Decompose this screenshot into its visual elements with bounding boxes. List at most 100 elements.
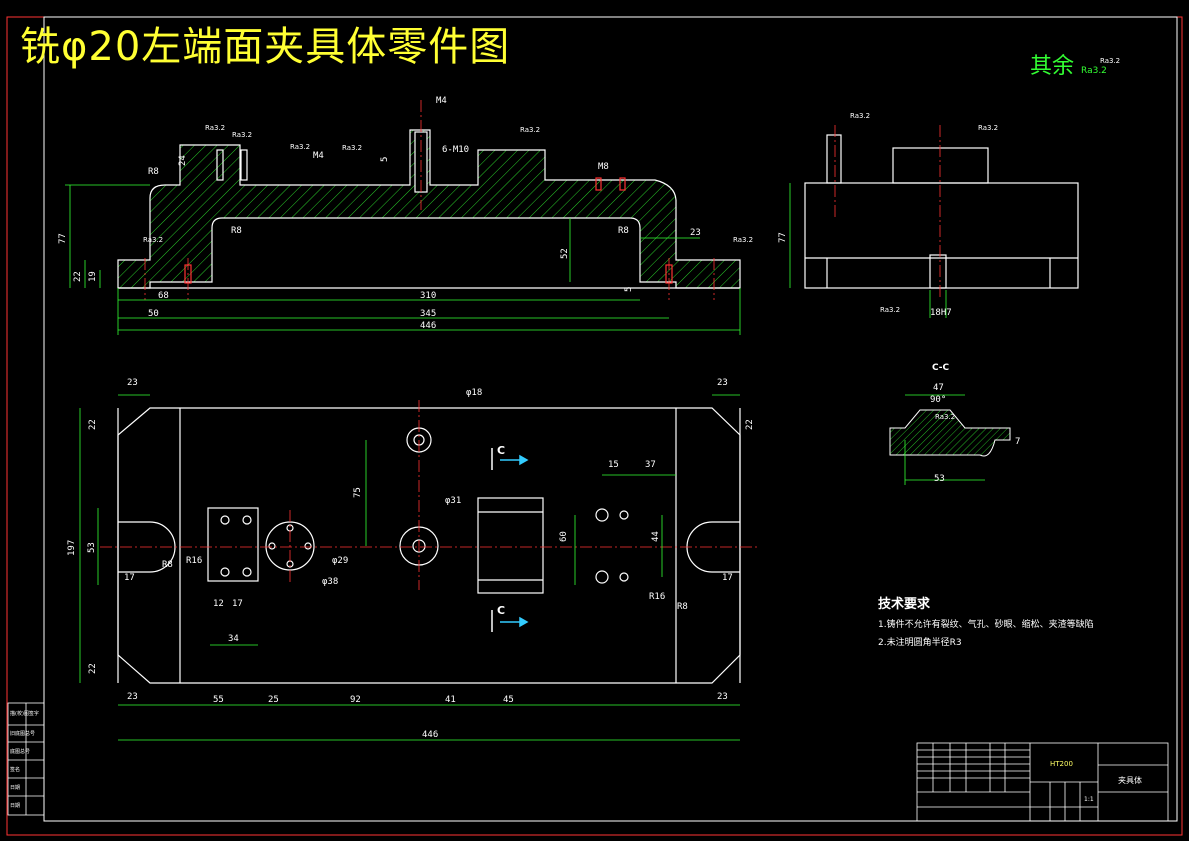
front-dim-1: 6-M10 [442,145,470,155]
front-view [117,129,741,289]
front-dim-15: 52 [560,248,570,259]
top-dim-16: φ31 [445,496,462,506]
side-view [804,134,1079,289]
top-dim-10: R16 [186,556,203,566]
front-dim-7: 77 [58,233,68,244]
roughness-label-0: Ra3.2 [205,124,226,132]
front-dimlines [65,184,741,335]
top-dimlines [79,394,740,741]
top-dim-13: 34 [228,634,239,644]
top-dim-9: R8 [162,560,173,570]
top-dim-12: 17 [232,599,243,609]
front-dim-3: M8 [598,162,609,172]
side-panel-3: 底图总号 [10,749,31,755]
front-dim-2: M4 [313,151,324,161]
tech-heading: 技术要求 [878,597,931,612]
top-dim-14: φ29 [332,556,349,566]
drawing-title: 铣φ20左端面夹具体零件图 [20,24,511,70]
side-dim-0: 77 [778,232,788,243]
front-dim-9: 19 [88,271,98,282]
roughness-label-3: Ra3.2 [342,144,363,152]
top-dim-11: 12 [213,599,224,609]
top-dim-2: 22 [88,419,98,430]
top-dim-23: 17 [722,573,733,583]
section-dimlines [904,394,985,485]
section-dim-1: 90° [930,395,947,405]
top-dim-26: 55 [213,695,224,705]
front-dim-16: 23 [690,228,701,238]
roughness-label-7: Ra3.2 [850,112,871,120]
roughness-label-10: Ra3.2 [935,413,956,421]
side-panel-1: 描(校)图签字 [10,711,39,717]
side-panel-6: 日期 [10,803,21,809]
inner-frame [43,16,1178,822]
roughness-label-2: Ra3.2 [290,143,311,151]
side-centerlines [834,125,941,300]
top-dim-5: 75 [353,487,363,498]
section-dim-3: 53 [934,474,945,484]
top-dim-30: 45 [503,695,514,705]
front-dim-18: 24 [178,155,188,166]
front-dim-13: 345 [420,309,437,319]
top-dim-29: 41 [445,695,456,705]
section-dim-2: 7 [1015,437,1021,447]
front-dim-19: 5 [380,156,390,162]
roughness-label-8: Ra3.2 [978,124,999,132]
tech-requirements: 技术要求 1.铸件不允许有裂纹、气孔、砂眼、缩松、夹渣等缺陷 2.未注明圆角半径… [878,593,1094,648]
front-dim-14: 446 [420,321,437,331]
front-dim-10: 68 [158,291,169,301]
top-dim-15: φ38 [322,577,339,587]
roughness-label-1: Ra3.2 [232,131,253,139]
top-dim-18: 37 [645,460,656,470]
front-dim-0: M4 [436,96,447,106]
top-dim-21: R16 [649,592,666,602]
side-dimlines [789,183,947,318]
side-panel-5: 日期 [10,785,21,791]
top-dim-22: R8 [677,602,688,612]
top-centerlines [100,400,760,590]
roughness-label-4: Ra3.2 [520,126,541,134]
top-dim-27: 25 [268,695,279,705]
section-cc [889,409,1011,457]
top-dim-6: 197 [67,539,77,556]
tech-item-1: 1.铸件不允许有裂纹、气孔、砂眼、缩松、夹渣等缺陷 [878,620,1094,630]
roughness-label-11: Ra3.2 [1100,57,1121,65]
other-surface-label: 其余 Ra3.2 [1030,48,1107,80]
top-dim-17: 15 [608,460,619,470]
top-dim-31: 23 [717,692,728,702]
side-panel-4: 签名 [10,767,21,773]
top-dim-0: 23 [127,378,138,388]
side-panel [7,702,45,816]
top-dim-8: 17 [124,573,135,583]
side-dim-1: 18H7 [930,308,952,318]
part-name: 夹具体 [1118,776,1142,785]
top-dim-20: 44 [651,531,661,542]
section-arrows [491,448,529,632]
other-surface-text: 其余 [1030,54,1075,79]
title-block [916,742,1169,822]
top-dim-32: 446 [422,730,439,740]
front-centerlines [144,100,715,300]
roughness-label-5: Ra3.2 [143,236,164,244]
roughness-label-6: Ra3.2 [733,236,754,244]
front-dim-17: 5 [624,286,634,292]
tech-item-2: 2.未注明圆角半径R3 [878,638,962,648]
top-dim-25: 23 [127,692,138,702]
view-marker-1: C [497,604,506,617]
front-dim-11: 50 [148,309,159,319]
view-marker-0: C [497,444,506,457]
material-label: HT200 [1050,760,1073,768]
roughness-default: Ra3.2 [1081,66,1107,76]
outer-frame [6,16,1183,836]
section-dim-0: 47 [933,383,944,393]
top-dim-7: 53 [87,542,97,553]
top-dim-19: 60 [559,531,569,542]
roughness-label-9: Ra3.2 [880,306,901,314]
front-dim-8: 22 [73,271,83,282]
front-dim-12: 310 [420,291,437,301]
top-dim-24: 22 [88,663,98,674]
section-label: C-C [932,363,950,373]
scale: 1:1 [1084,796,1094,803]
front-dim-6: R8 [618,226,629,236]
